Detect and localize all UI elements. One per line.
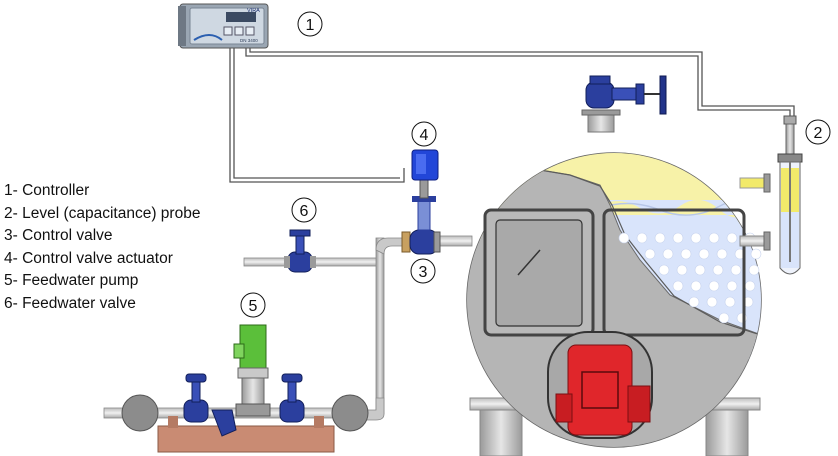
svg-text:4: 4 (420, 127, 429, 144)
boiler-shell (466, 75, 771, 456)
svg-text:1: 1 (306, 17, 315, 34)
callout-actuator: 4 (411, 121, 437, 147)
callout-controller: 1 (297, 11, 323, 37)
legend-item-control-valve: 3- Control valve (4, 227, 113, 244)
legend-item-actuator: 4- Control valve actuator (4, 249, 173, 267)
svg-text:6: 6 (300, 203, 309, 220)
controller-unit: VIRA DN 3400 (178, 3, 269, 49)
svg-text:3: 3 (419, 264, 428, 281)
svg-text:2: 2 (814, 125, 823, 142)
level-probe (777, 115, 803, 275)
callout-probe: 2 (805, 119, 831, 145)
svg-text:5: 5 (249, 298, 258, 315)
signal-wires (229, 48, 795, 183)
legend-item-pump: 5- Feedwater pump (4, 272, 139, 289)
callout-feedwater-valve: 6 (291, 197, 317, 223)
water-bubbles (618, 232, 762, 324)
controller-brand: VIRA (247, 8, 260, 14)
legend-item-controller: 1- Controller (4, 182, 90, 199)
legend-item-feedwater-valve: 6- Feedwater valve (4, 294, 136, 312)
burner (555, 344, 651, 436)
feedwater-pump (233, 324, 271, 417)
pump-isolation-valves (121, 373, 369, 437)
callout-control-valve: 3 (410, 258, 436, 284)
legend-item-probe: 2- Level (capacitance) probe (4, 204, 201, 222)
callout-pump: 5 (240, 292, 266, 318)
feedwater-valve (284, 229, 316, 273)
control-valve-actuator (411, 149, 439, 199)
main-steam-valve (585, 75, 667, 115)
control-valve (401, 196, 441, 255)
legend: 1- Controller 2- Level (capacitance) pro… (4, 180, 200, 315)
controller-model: DN 3400 (240, 38, 258, 43)
